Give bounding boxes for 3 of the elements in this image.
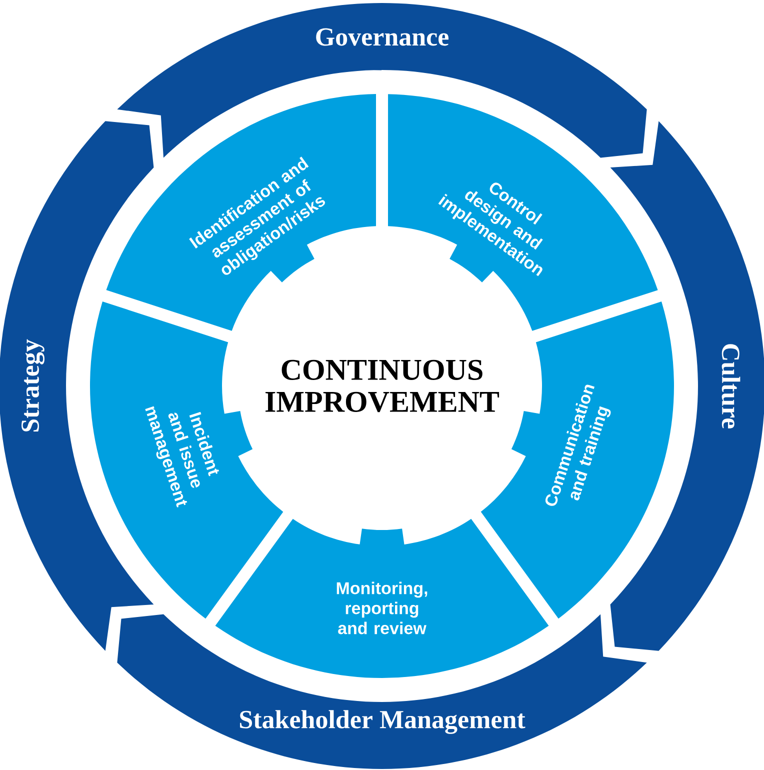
process-segment: Monitoring, reporting and review: [215, 518, 549, 678]
arrow-segment: Governance: [117, 3, 647, 158]
arrow-segment: Culture: [610, 121, 764, 651]
